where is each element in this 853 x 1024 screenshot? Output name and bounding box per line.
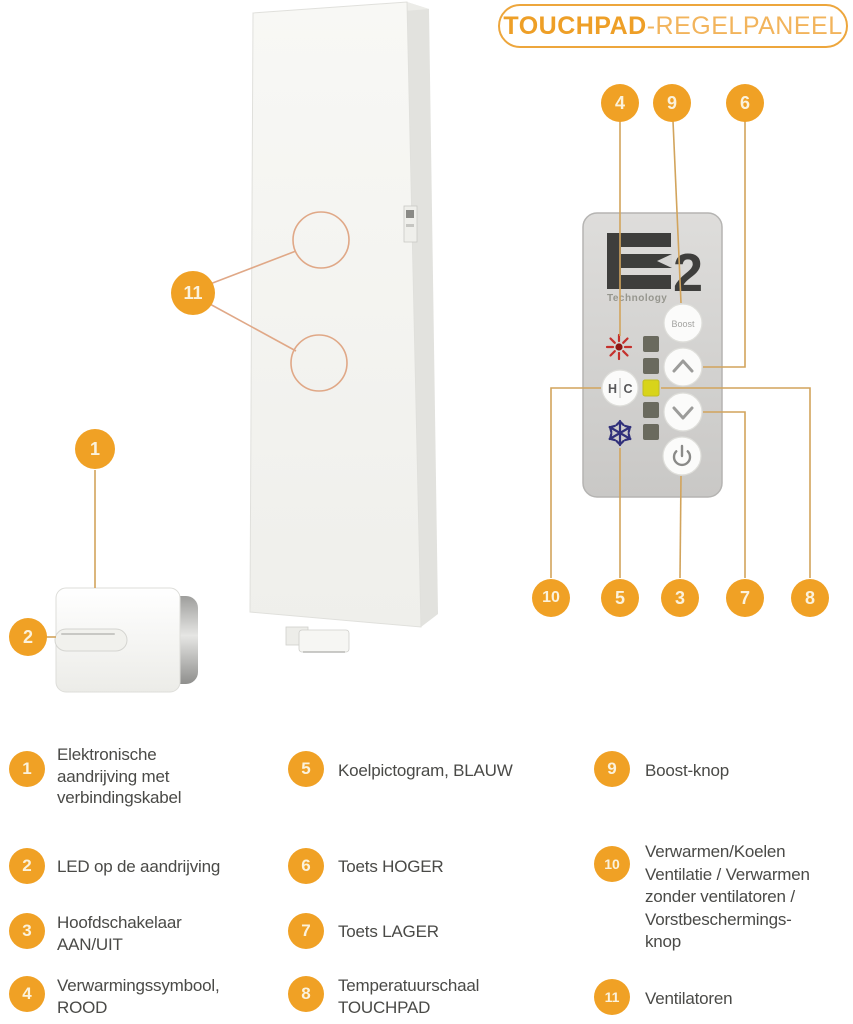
line-3 — [679, 475, 682, 579]
callout-6: 6 — [726, 84, 764, 122]
legend-num-9: 9 — [594, 751, 630, 787]
legend-item-8: Temperatuurschaal TOUCHPAD — [338, 976, 480, 1017]
touchpad-panel: 2 Technology Boost — [582, 212, 723, 498]
led-4 — [643, 402, 659, 418]
legend-num-6: 6 — [288, 848, 324, 884]
down-button — [663, 392, 703, 432]
legend-num-1: 1 — [9, 751, 45, 787]
legend-num-10: 10 — [594, 846, 630, 882]
radiator-side-face — [407, 2, 438, 627]
legend-item-4: Verwarmingssymbool, ROOD — [57, 976, 220, 1017]
up-button — [663, 347, 703, 387]
legend-num-11: 11 — [594, 979, 630, 1015]
legend-item-6: Toets HOGER — [338, 857, 444, 876]
callout-7: 7 — [726, 579, 764, 617]
boost-label: Boost — [671, 319, 695, 329]
snowflake-icon — [608, 419, 632, 447]
bracket-mark — [406, 210, 414, 218]
radiator-panel — [249, 1, 438, 653]
radiator-foot — [298, 629, 350, 653]
actuator — [54, 587, 198, 693]
logo-number: 2 — [673, 243, 703, 303]
touchpad-title-pill: TOUCHPAD-REGELPANEEL — [498, 4, 848, 48]
led-1 — [643, 336, 659, 352]
e2-logo: 2 — [607, 233, 703, 303]
title-bold: TOUCHPAD — [503, 11, 647, 40]
line-11b — [207, 302, 297, 352]
chevron-down-icon — [672, 406, 694, 420]
legend-num-3: 3 — [9, 913, 45, 949]
product-illustration: 2 Technology Boost — [46, 1, 811, 693]
line-10 — [550, 387, 601, 578]
callout-5: 5 — [601, 579, 639, 617]
legend-item-5: Koelpictogram, BLAUW — [338, 761, 513, 780]
led-2 — [643, 358, 659, 374]
hc-mode-button: H C — [601, 369, 639, 407]
temperature-scale-leds — [642, 336, 660, 440]
chevron-up-icon — [672, 359, 694, 373]
line-8 — [661, 387, 811, 578]
legend-item-9: Boost-knop — [645, 761, 729, 780]
boost-button: Boost — [663, 303, 703, 343]
fan-circle-top — [292, 211, 350, 269]
led-3-active — [642, 379, 660, 397]
callout-lines — [46, 120, 811, 638]
radiator-front-face — [249, 1, 422, 628]
sun-icon — [605, 333, 633, 361]
callout-4: 4 — [601, 84, 639, 122]
hc-label-h: H — [608, 382, 617, 396]
legend-num-4: 4 — [9, 976, 45, 1012]
title-rest: -REGELPANEEL — [646, 11, 843, 40]
power-button — [662, 436, 702, 476]
callout-9: 9 — [653, 84, 691, 122]
logo-subtext: Technology — [607, 293, 667, 304]
callout-11: 11 — [171, 271, 215, 315]
legend-num-2: 2 — [9, 848, 45, 884]
hc-label-c: C — [623, 382, 632, 396]
legend-item-11: Ventilatoren — [645, 989, 733, 1008]
legend-num-7: 7 — [288, 913, 324, 949]
legend-num-8: 8 — [288, 976, 324, 1012]
legend-item-2: LED op de aandrijving — [57, 857, 221, 876]
callout-3: 3 — [661, 579, 699, 617]
legend-num-5: 5 — [288, 751, 324, 787]
line-6 — [703, 121, 746, 368]
legend-item-10: Verwarmen/Koelen Ventilatie / Verwarmen … — [645, 842, 810, 951]
line-7 — [703, 411, 746, 578]
legend-item-7: Toets LAGER — [338, 922, 439, 941]
callout-10: 10 — [532, 579, 570, 617]
callout-1: 1 — [75, 429, 115, 469]
actuator-led-slot — [54, 628, 128, 652]
led-5 — [643, 424, 659, 440]
callout-2: 2 — [9, 618, 47, 656]
legend-item-1: Elektronische aandrijving met verbinding… — [57, 745, 182, 807]
legend-item-3: Hoofdschakelaar AAN/UIT — [57, 913, 182, 954]
callout-8: 8 — [791, 579, 829, 617]
power-icon — [672, 450, 692, 467]
bracket-slot — [406, 224, 414, 227]
line-11a — [209, 250, 297, 285]
line-9 — [672, 120, 682, 304]
fan-circle-bottom — [290, 334, 348, 392]
